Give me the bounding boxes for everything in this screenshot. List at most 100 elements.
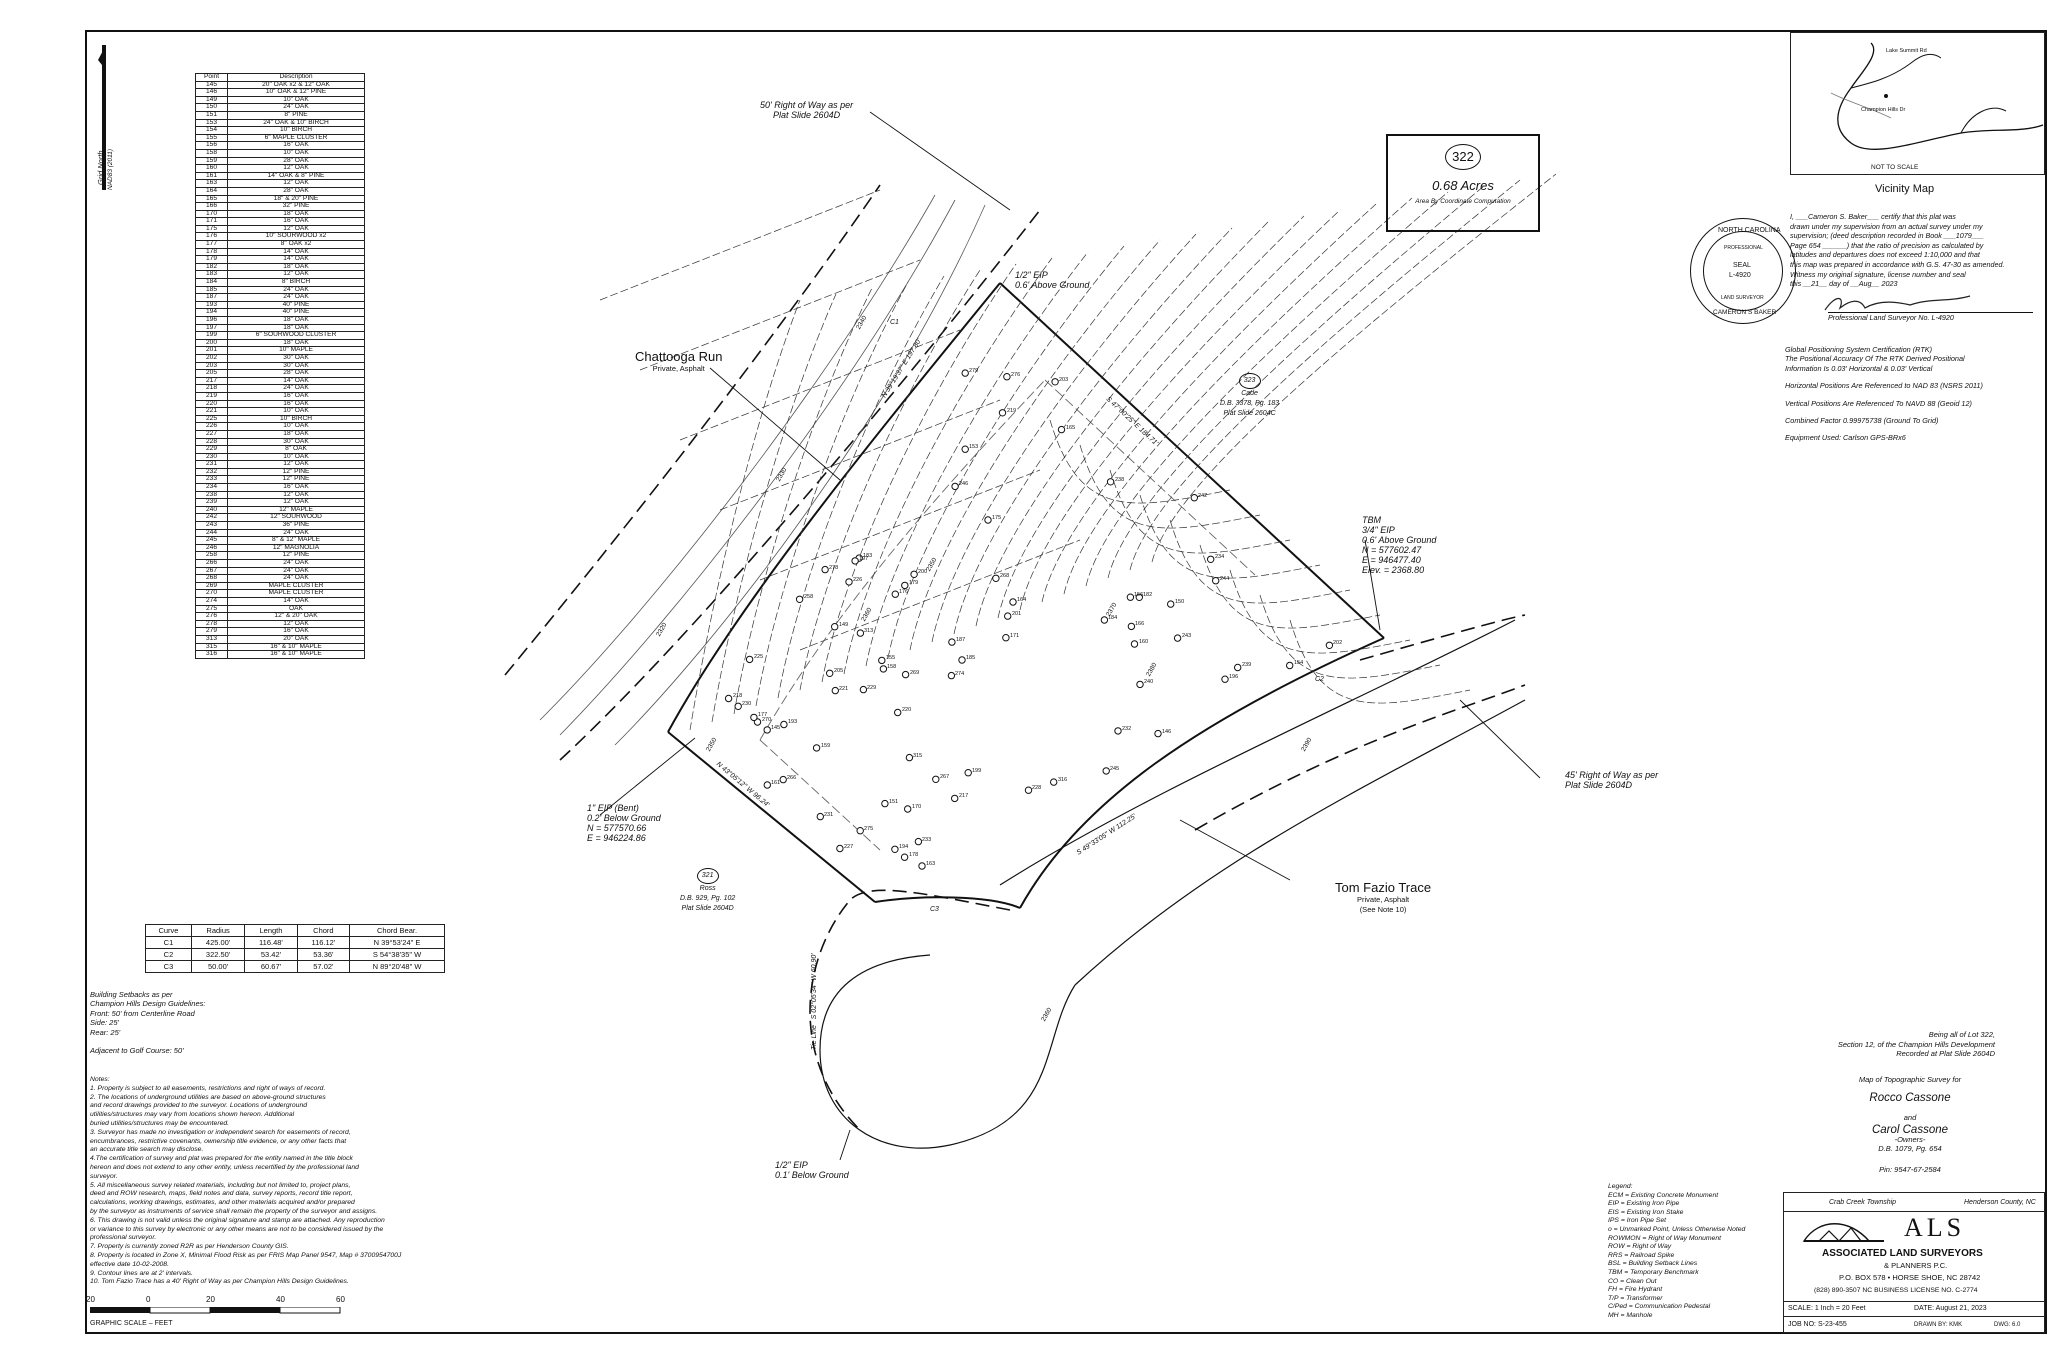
tree-marker [1190,494,1199,502]
contour-line [1063,197,1413,595]
tree-label: 243 [1182,633,1192,639]
tree-marker [958,656,966,664]
lot-321-line3: Plat Slide 2604D [681,905,734,912]
tom-fazio-row-lines [809,614,1526,1131]
chattooga-sub: Private, Asphalt [652,364,705,373]
tree-marker [1135,593,1144,601]
tree-label: 275 [864,826,874,832]
road-contour-line [599,189,881,301]
lot-321-line1: Ross [699,885,716,892]
tree-marker [845,578,853,586]
note-line: 5. All miscellaneous survey related mate… [90,1181,351,1189]
pin-number: Pin: 9547-67-2584 [1879,1165,1941,1174]
curve-label-c1: C1 [890,319,899,326]
note-line: Notes: [90,1076,110,1083]
tree-label: 171 [1010,633,1020,639]
legend-line: BSL = Building Setback Lines [1608,1260,1698,1268]
tree-marker [1009,598,1017,606]
tree-marker [961,369,969,377]
legend-line: FH = Fire Hydrant [1608,1286,1663,1294]
drawn-by: DRAWN BY: KMK [1914,1322,1963,1328]
surveyor-title: Professional Land Surveyor No. L-4920 [1828,312,2033,323]
vicinity-title: Vicinity Map [1875,183,1935,195]
contour-line [1019,209,1341,611]
legend-line: TBM = Temporary Benchmark [1608,1268,1699,1276]
tree-marker [1212,577,1220,585]
lot-321-line2: D.B. 929, Pg. 102 [680,895,736,902]
county: Henderson County, NC [1964,1199,2036,1206]
legend-line: ROW = Right of Way [1608,1243,1672,1251]
gps-line: The Positional Accuracy Of The RTK Deriv… [1785,354,1965,364]
seal-land: LAND SURVEYOR [1721,295,1764,301]
tree-marker [836,844,844,853]
lot-321-label: 321 Ross D.B. 929, Pg. 102 Plat Slide 26… [680,868,735,914]
tree-label: 154 [1294,660,1304,666]
contour-line [1085,191,1449,587]
tree-label: 258 [804,594,814,600]
tree-marker [910,570,918,578]
tree-marker [1136,680,1144,689]
tbm-line2: 3/4" EIP [1362,525,1395,535]
vicinity-map: Lake Summit Rd Champion Hills Dr NOT TO … [1790,32,2045,175]
tree-marker [984,516,992,524]
contour-line [1107,185,1485,579]
tree-label: 316 [1058,777,1068,783]
eip-left-line3: N = 577570.66 [587,823,647,833]
gps-line: Horizontal Positions Are Referenced to N… [1785,381,1983,391]
tree-marker [856,827,864,835]
tree-label: 231 [824,812,834,818]
row-right-line2: Plat Slide 2604D [1565,780,1633,790]
tree-label: 166 [1135,621,1145,627]
plat-sheet-border [85,30,2047,1334]
tree-label: 278 [829,565,839,571]
tree-marker [1002,634,1010,642]
note-line: utilities/structures may vary from locat… [90,1111,295,1119]
contour-line [865,251,1089,667]
tree-marker [750,713,758,722]
contour-lines [599,173,1557,731]
lot-description: Being all of Lot 322, Section 12, of the… [1810,1030,1995,1059]
gps-line: Combined Factor 0.99975738 (Ground To Gr… [1785,416,1939,426]
tree-marker [918,862,926,870]
note-line: and record drawings provided to the surv… [90,1102,308,1110]
contour-line [689,299,801,731]
contour-line [1139,494,1321,579]
tree-marker [856,629,865,637]
tree-label: 160 [1139,639,1149,645]
tree-marker [1051,378,1059,386]
tree-label: 187 [956,637,966,643]
owners-label: -Owners- [1894,1135,1926,1144]
tree-marker [826,669,834,677]
company-logo-icon [1802,1223,1884,1242]
tree-label: 229 [867,685,877,691]
setback-line: Front: 50' from Centerline Road [90,1008,195,1018]
tree-marker [1057,425,1066,434]
note-line: 1. Property is subject to all easements,… [90,1084,326,1092]
tree-marker [745,655,754,664]
legend-line: MH = Manhole [1608,1311,1653,1319]
notes-block: Notes:1. Property is subject to all ease… [90,1076,470,1287]
tree-label: 193 [788,719,798,725]
table-cell: N 89°20'48" W [349,960,445,973]
tree-marker [1167,600,1175,608]
legend-line: EIP = Existing Iron Pipe [1608,1200,1680,1208]
tree-label: 176 [899,589,909,595]
tree-marker [859,685,868,694]
tree-marker [1154,729,1162,738]
tree-label: 245 [1110,766,1120,772]
contour-line [1259,594,1441,679]
contour-line [953,227,1233,635]
eip-top-label: 1/2" EIP 0.6' Above Ground [1015,270,1089,290]
tree-label: 219 [1007,408,1017,414]
contour-line [1169,519,1351,604]
owner-block: Map of Topographic Survey for Rocco Cass… [1830,1075,1990,1174]
vicinity-road-2: Champion Hills Dr [1861,107,1906,113]
tree-label: 163 [926,861,936,867]
tbm-line3: 0.6' Above Ground [1362,535,1437,545]
tree-label: 203 [1059,377,1069,383]
tree-label: 269 [910,670,920,676]
owner-1: Rocco Cassone [1869,1092,1951,1104]
date-value: DATE: August 21, 2023 [1914,1305,1987,1312]
scale-tick-label: 0 [146,1295,151,1304]
